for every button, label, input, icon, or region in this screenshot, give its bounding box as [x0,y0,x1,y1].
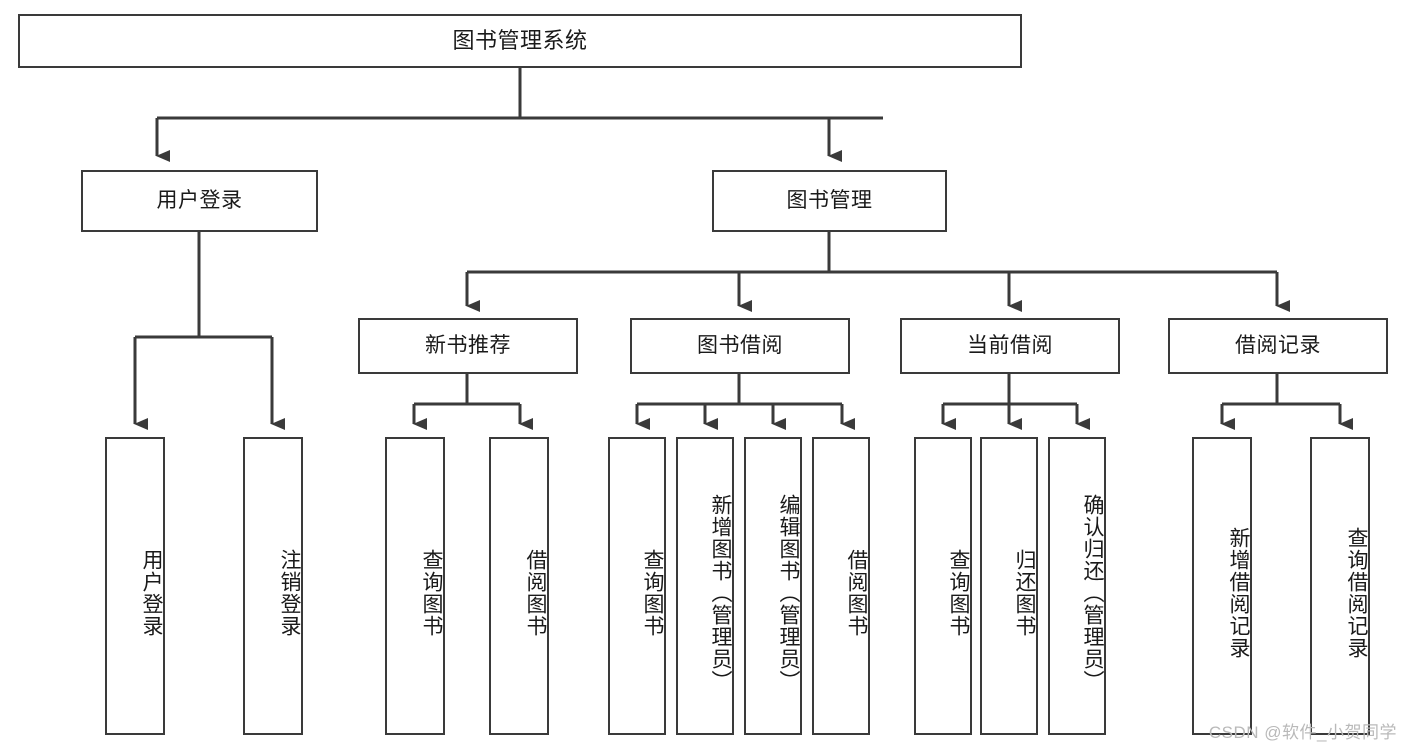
leaf-borrow-borrow-book[interactable]: 借阅图书 [812,437,870,735]
node-user-login-label: 用户登录 [156,189,243,213]
leaf-record-query-record[interactable]: 查询借阅记录 [1310,437,1370,735]
node-root-label: 图书管理系统 [452,27,588,53]
node-current-borrow[interactable]: 当前借阅 [900,318,1120,374]
leaf-current-return-book[interactable]: 归还图书 [980,437,1038,735]
node-borrow-record[interactable]: 借阅记录 [1168,318,1388,374]
leaf-label: 确认归还（管理员） [1081,494,1104,692]
leaf-label: 查询图书 [641,549,664,637]
node-current-borrow-label: 当前借阅 [967,334,1053,358]
leaf-borrow-add-book[interactable]: 新增图书（管理员） [676,437,734,735]
node-new-book-recommend-label: 新书推荐 [425,334,511,358]
leaf-label: 查询借阅记录 [1345,527,1368,659]
leaf-label: 借阅图书 [845,549,868,637]
node-book-borrow[interactable]: 图书借阅 [630,318,850,374]
leaf-borrow-query-book[interactable]: 查询图书 [608,437,666,735]
leaf-user-login-signin[interactable]: 用户登录 [105,437,165,735]
csdn-watermark: CSDN @软件_小贺同学 [1208,723,1397,742]
node-book-management[interactable]: 图书管理 [712,170,947,232]
node-user-login[interactable]: 用户登录 [81,170,318,232]
leaf-recommend-borrow-book[interactable]: 借阅图书 [489,437,549,735]
leaf-label: 查询图书 [420,549,443,637]
leaf-label: 注销登录 [278,549,301,637]
leaf-label: 新增图书（管理员） [709,494,732,692]
node-book-management-label: 图书管理 [786,189,873,213]
leaf-label: 查询图书 [947,549,970,637]
leaf-label: 新增借阅记录 [1227,527,1250,659]
leaf-user-login-signout[interactable]: 注销登录 [243,437,303,735]
node-new-book-recommend[interactable]: 新书推荐 [358,318,578,374]
leaf-borrow-edit-book[interactable]: 编辑图书（管理员） [744,437,802,735]
leaf-current-query-book[interactable]: 查询图书 [914,437,972,735]
leaf-label: 归还图书 [1013,549,1036,637]
leaf-label: 借阅图书 [524,549,547,637]
leaf-record-add-record[interactable]: 新增借阅记录 [1192,437,1252,735]
leaf-current-confirm-return[interactable]: 确认归还（管理员） [1048,437,1106,735]
node-borrow-record-label: 借阅记录 [1235,334,1321,358]
node-book-borrow-label: 图书借阅 [697,334,783,358]
leaf-label: 编辑图书（管理员） [777,494,800,692]
leaf-label: 用户登录 [140,549,163,637]
leaf-recommend-query-book[interactable]: 查询图书 [385,437,445,735]
node-root[interactable]: 图书管理系统 [18,14,1022,68]
